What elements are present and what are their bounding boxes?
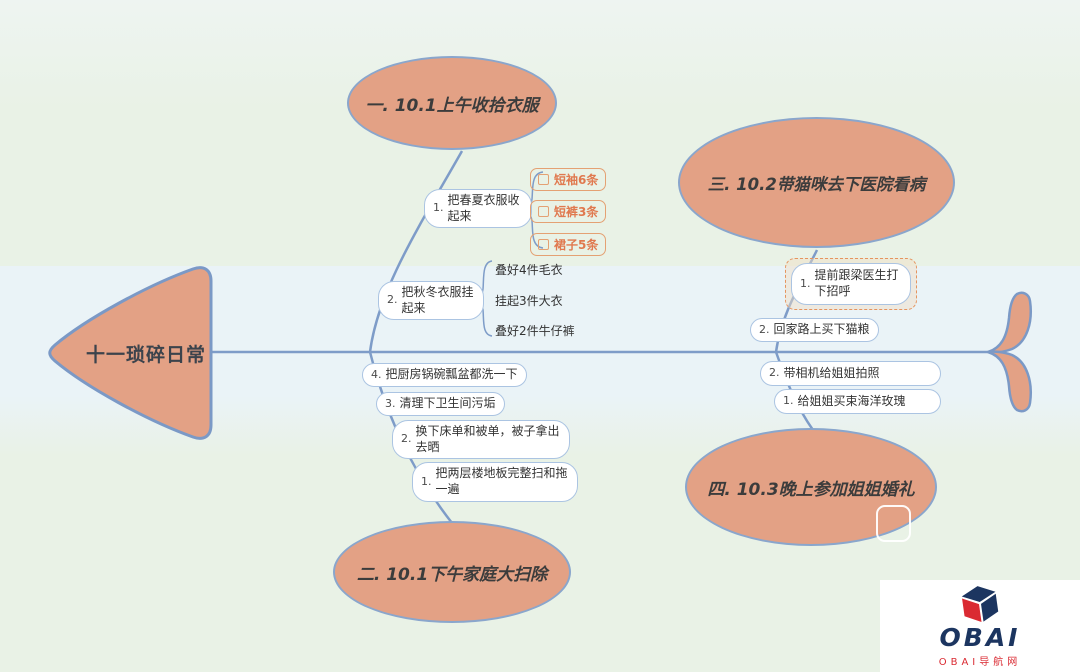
task-text: 把春夏衣服收起来 bbox=[447, 192, 520, 223]
subitem-hang-coats[interactable]: 挂起3件大衣 bbox=[495, 294, 563, 308]
task-node-notify-doctor[interactable]: 1. 提前跟梁医生打下招呼 bbox=[791, 263, 911, 305]
branch-oval-house-cleaning[interactable]: 二. 10.1下午家庭大扫除 bbox=[333, 521, 571, 623]
task-node-sweep-mop-floors[interactable]: 1. 把两层楼地板完整扫和拖一遍 bbox=[412, 462, 578, 502]
task-number: 1. bbox=[800, 276, 811, 290]
fish-head-shape[interactable] bbox=[48, 266, 213, 440]
task-node-change-sheets[interactable]: 2. 换下床单和被单，被子拿出去晒 bbox=[392, 420, 570, 459]
task-text: 换下床单和被单，被子拿出去晒 bbox=[415, 423, 560, 454]
task-number: 2. bbox=[759, 322, 770, 336]
task-text: 清理下卫生间污垢 bbox=[399, 396, 496, 411]
fish-tail-upper-petal bbox=[987, 291, 1032, 354]
cube-logo-icon bbox=[961, 585, 999, 622]
branch1-rib-line bbox=[368, 150, 464, 353]
branch-oval-morning-clothes[interactable]: 一. 10.1上午收拾衣服 bbox=[347, 56, 557, 150]
checkbox-label: 裙子5条 bbox=[554, 238, 599, 252]
task-text: 把秋冬衣服挂起来 bbox=[401, 284, 474, 315]
logo-subtitle-text: OBAI导航网 bbox=[938, 656, 1022, 668]
task-number: 1. bbox=[421, 474, 432, 488]
task-text: 提前跟梁医生打下招呼 bbox=[814, 268, 899, 298]
branch-oval-wedding[interactable]: 四. 10.3晚上参加姐姐婚礼 bbox=[685, 428, 937, 546]
task-node-hang-winter-clothes[interactable]: 2. 把秋冬衣服挂起来 bbox=[378, 281, 484, 320]
branch-oval-label: 四. 10.3晚上参加姐姐婚礼 bbox=[707, 479, 915, 500]
checkbox-icon[interactable] bbox=[538, 239, 549, 250]
checkbox-item-shorts[interactable]: 短裤3条 bbox=[530, 200, 607, 223]
task-number: 1. bbox=[783, 394, 794, 408]
branch-oval-label: 二. 10.1下午家庭大扫除 bbox=[356, 564, 548, 585]
branch-oval-cat-hospital[interactable]: 三. 10.2带猫咪去下医院看病 bbox=[678, 117, 955, 248]
checkbox-item-skirts[interactable]: 裙子5条 bbox=[530, 233, 607, 256]
checkbox-item-short-sleeves[interactable]: 短袖6条 bbox=[530, 168, 607, 191]
highlight-dashed-box[interactable]: 1. 提前跟梁医生打下招呼 bbox=[785, 258, 917, 310]
rounded-square-outline bbox=[876, 505, 911, 542]
checkbox-icon[interactable] bbox=[538, 174, 549, 185]
task-number: 4. bbox=[371, 367, 382, 381]
subitem-fold-sweaters[interactable]: 叠好4件毛衣 bbox=[495, 263, 563, 277]
task-text: 带相机给姐姐拍照 bbox=[783, 365, 880, 380]
watermark-logo: OBAI OBAI导航网 bbox=[880, 580, 1080, 672]
task-text: 回家路上买下猫粮 bbox=[773, 322, 870, 337]
task-number: 2. bbox=[401, 432, 412, 446]
task-node-buy-cat-food[interactable]: 2. 回家路上买下猫粮 bbox=[750, 318, 879, 342]
task-node-buy-roses[interactable]: 1. 给姐姐买束海洋玫瑰 bbox=[774, 389, 941, 414]
task-text: 把厨房锅碗瓢盆都洗一下 bbox=[385, 367, 518, 382]
task-number: 2. bbox=[387, 293, 398, 307]
task-node-clean-bathroom[interactable]: 3. 清理下卫生间污垢 bbox=[376, 392, 505, 416]
branch-oval-label: 三. 10.2带猫咪去下医院看病 bbox=[707, 174, 926, 194]
checkbox-label: 短裤3条 bbox=[554, 205, 599, 219]
checkbox-icon[interactable] bbox=[538, 206, 549, 217]
task-number: 3. bbox=[385, 396, 396, 410]
fish-tail-lower-petal bbox=[987, 350, 1032, 413]
checkbox-label: 短袖6条 bbox=[554, 173, 599, 187]
task-number: 1. bbox=[433, 201, 444, 215]
task-node-bring-camera[interactable]: 2. 带相机给姐姐拍照 bbox=[760, 361, 941, 386]
central-topic-label[interactable]: 十一琐碎日常 bbox=[85, 344, 206, 366]
task-number: 2. bbox=[769, 366, 780, 380]
task-text: 把两层楼地板完整扫和拖一遍 bbox=[435, 466, 568, 496]
subitem-fold-jeans[interactable]: 叠好2件牛仔裤 bbox=[495, 324, 575, 338]
task-node-pack-summer-clothes[interactable]: 1. 把春夏衣服收起来 bbox=[424, 189, 532, 228]
task-text: 给姐姐买束海洋玫瑰 bbox=[797, 393, 906, 408]
task-node-wash-dishes[interactable]: 4. 把厨房锅碗瓢盆都洗一下 bbox=[362, 363, 527, 387]
branch-oval-label: 一. 10.1上午收拾衣服 bbox=[365, 95, 539, 116]
logo-brand-text: OBAI bbox=[939, 622, 1021, 652]
